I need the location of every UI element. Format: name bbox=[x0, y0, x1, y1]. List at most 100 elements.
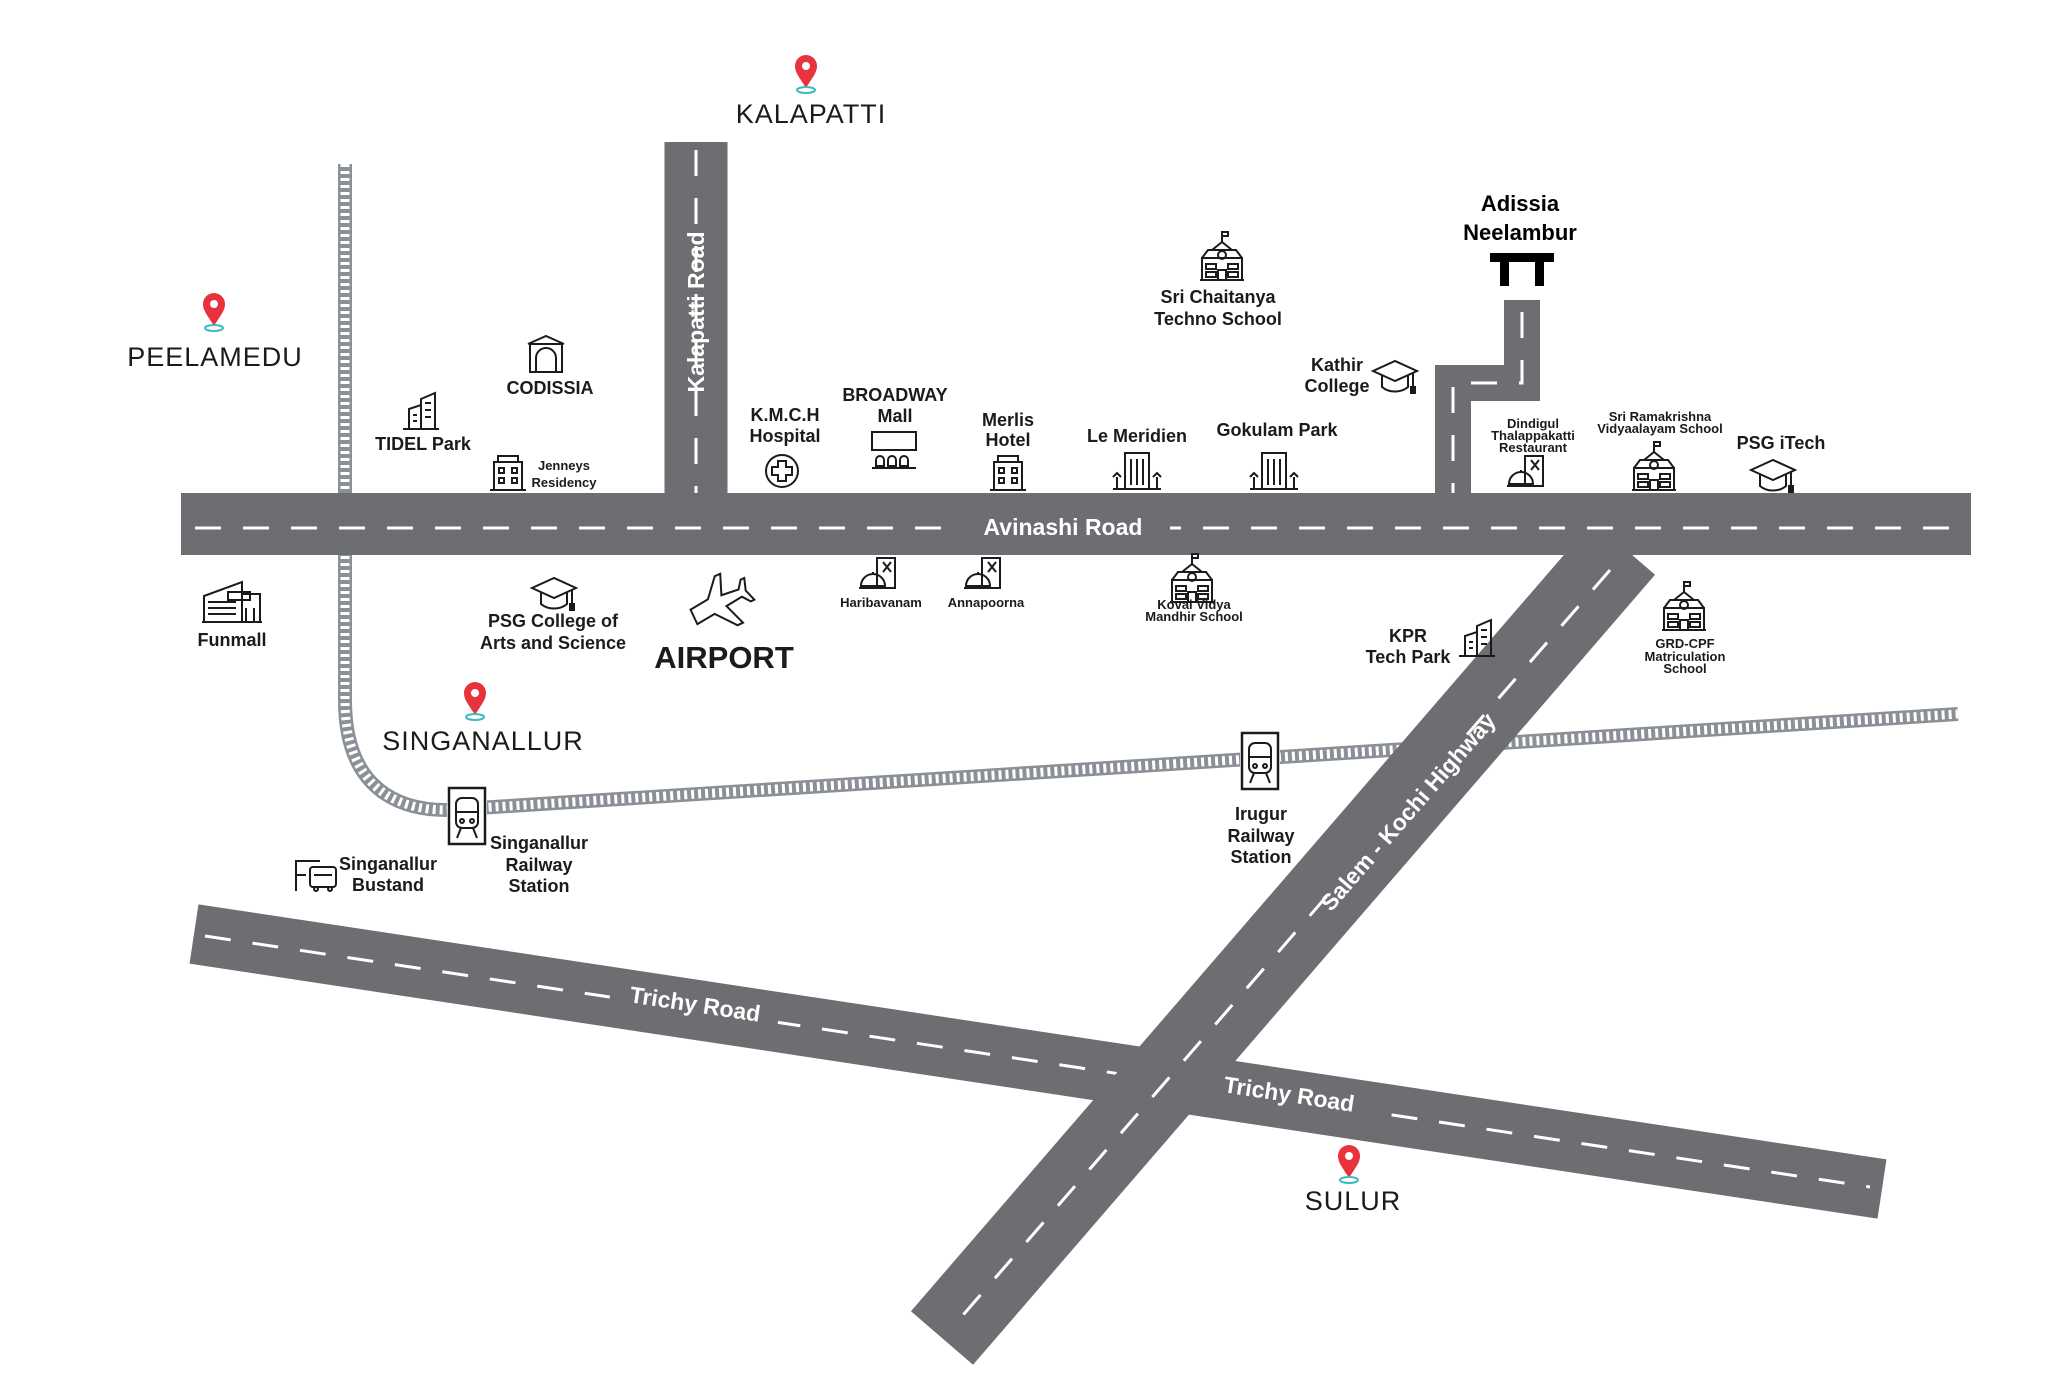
landmark-singanallur-bustand[interactable]: Singanallur Bustand bbox=[295, 854, 437, 895]
landmark-label: Singanallur bbox=[339, 854, 437, 874]
exhibition-hall-icon bbox=[527, 335, 565, 373]
landmark-label: Annapoorna bbox=[948, 595, 1025, 610]
landmark-label: Bustand bbox=[352, 875, 424, 895]
area-label-airport: AIRPORT bbox=[654, 640, 794, 675]
restaurant-icon bbox=[1506, 455, 1544, 487]
landmark-label: Station bbox=[1231, 847, 1292, 867]
adissia-access-road bbox=[1435, 300, 1540, 500]
school-icon bbox=[1661, 581, 1707, 631]
landmark-label: Dindigul bbox=[1507, 416, 1559, 431]
area-label-kalapatti: KALAPATTI bbox=[736, 99, 887, 129]
landmark-label: TIDEL Park bbox=[375, 434, 472, 454]
area-label-singanallur: SINGANALLUR bbox=[382, 726, 584, 756]
hotel-building-icon bbox=[1249, 452, 1299, 490]
landmark-label: PSG College of bbox=[488, 611, 619, 631]
office-building-icon bbox=[402, 392, 440, 430]
school-icon bbox=[1199, 231, 1245, 281]
landmark-label: Le Meridien bbox=[1087, 426, 1187, 446]
restaurant-icon bbox=[858, 557, 896, 589]
avinashi-road-label: Avinashi Road bbox=[984, 514, 1143, 540]
landmark-jenneys-residency[interactable]: Jenneys Residency bbox=[489, 455, 597, 491]
destination-label: Neelambur bbox=[1463, 220, 1577, 245]
graduation-cap-icon bbox=[531, 577, 577, 611]
landmark-dindigul-thalappakatti[interactable]: Dindigul Thalappakatti Restaurant bbox=[1491, 416, 1575, 487]
landmark-label: Matriculation bbox=[1645, 649, 1726, 664]
airplane-icon bbox=[681, 564, 763, 642]
landmark-label: Kovai Vidya bbox=[1157, 597, 1231, 612]
landmark-label: Hospital bbox=[749, 426, 820, 446]
railway-line bbox=[338, 164, 1959, 818]
school-icon bbox=[1169, 553, 1215, 603]
landmark-label: Funmall bbox=[197, 630, 266, 650]
location-pin-icon bbox=[463, 681, 487, 721]
hotel-icon bbox=[489, 455, 527, 491]
area-label-peelamedu: PEELAMEDU bbox=[127, 342, 303, 372]
landmark-label: Irugur bbox=[1235, 804, 1287, 824]
landmark-label: Tech Park bbox=[1366, 647, 1452, 667]
landmark-kmch-hospital[interactable]: K.M.C.H Hospital bbox=[749, 405, 821, 488]
landmark-singanallur-railway-station[interactable]: Singanallur Railway Station bbox=[447, 786, 588, 896]
landmark-label: CODISSIA bbox=[506, 378, 593, 398]
landmark-annapoorna[interactable]: Annapoorna bbox=[948, 557, 1025, 610]
landmark-label: Gokulam Park bbox=[1216, 420, 1338, 440]
landmark-psg-itech[interactable]: PSG iTech bbox=[1737, 433, 1826, 493]
landmark-label: Haribavanam bbox=[840, 595, 922, 610]
landmark-label: Sri Chaitanya bbox=[1160, 287, 1276, 307]
landmark-irugur-railway-station[interactable]: Irugur Railway Station bbox=[1227, 731, 1295, 867]
location-pin-icon bbox=[1337, 1144, 1361, 1184]
landmark-funmall[interactable]: Funmall bbox=[197, 581, 267, 650]
landmark-label: KPR bbox=[1389, 626, 1427, 646]
landmark-kathir-college[interactable]: Kathir College bbox=[1304, 355, 1418, 396]
hospital-icon bbox=[765, 454, 799, 488]
landmark-label: Jenneys bbox=[538, 458, 590, 473]
bus-stand-icon bbox=[295, 860, 337, 892]
landmark-label: Vidyaalayam School bbox=[1597, 421, 1723, 436]
landmark-label: Singanallur bbox=[490, 833, 588, 853]
landmark-label: School bbox=[1663, 661, 1706, 676]
gate-icon bbox=[1490, 253, 1554, 286]
landmark-kovai-vidya-mandhir[interactable]: Kovai Vidya Mandhir School bbox=[1145, 553, 1243, 624]
graduation-cap-icon bbox=[1372, 360, 1418, 394]
landmark-label: College bbox=[1304, 376, 1369, 396]
landmark-sri-chaitanya[interactable]: Sri Chaitanya Techno School bbox=[1154, 231, 1282, 329]
landmark-tidel-park[interactable]: TIDEL Park bbox=[375, 392, 472, 454]
landmark-label: Residency bbox=[531, 475, 597, 490]
landmark-label: Arts and Science bbox=[480, 633, 626, 653]
landmark-merlis-hotel[interactable]: Merlis Hotel bbox=[982, 410, 1034, 491]
landmark-gokulam-park[interactable]: Gokulam Park bbox=[1216, 420, 1339, 490]
cinema-icon bbox=[871, 431, 917, 469]
landmark-haribavanam[interactable]: Haribavanam bbox=[840, 557, 922, 610]
landmark-psg-arts-science[interactable]: PSG College of Arts and Science bbox=[480, 577, 626, 653]
landmark-label: PSG iTech bbox=[1737, 433, 1826, 453]
landmark-label: Railway bbox=[1227, 826, 1294, 846]
landmark-label: Mandhir School bbox=[1145, 609, 1243, 624]
destination-adissia-neelambur[interactable]: Adissia Neelambur bbox=[1463, 191, 1577, 286]
location-pin-icon bbox=[794, 54, 818, 94]
landmark-label: Hotel bbox=[986, 430, 1031, 450]
salem-kochi-highway bbox=[910, 521, 1656, 1365]
landmark-codissia[interactable]: CODISSIA bbox=[506, 335, 594, 398]
landmark-label: Techno School bbox=[1154, 309, 1282, 329]
trichy-road bbox=[189, 904, 1887, 1219]
school-icon bbox=[1631, 441, 1677, 491]
hotel-icon bbox=[989, 455, 1027, 491]
restaurant-icon bbox=[963, 557, 1001, 589]
landmark-label: Merlis bbox=[982, 410, 1034, 430]
landmark-label: Railway bbox=[505, 855, 572, 875]
landmark-label: Kathir bbox=[1311, 355, 1363, 375]
landmark-label: Mall bbox=[877, 406, 912, 426]
kalapatti-road-label: Kalapatti Road bbox=[683, 231, 709, 392]
graduation-cap-icon bbox=[1750, 459, 1796, 493]
landmark-sri-ramakrishna[interactable]: Sri Ramakrishna Vidyaalayam School bbox=[1597, 409, 1723, 491]
landmark-label: BROADWAY bbox=[842, 385, 947, 405]
landmark-label: Station bbox=[509, 876, 570, 896]
landmark-broadway-mall[interactable]: BROADWAY Mall bbox=[842, 385, 948, 469]
landmark-grd-cpf-school[interactable]: GRD-CPF Matriculation School bbox=[1645, 581, 1726, 676]
landmark-label: Thalappakatti bbox=[1491, 428, 1575, 443]
landmark-kpr-tech-park[interactable]: KPR Tech Park bbox=[1366, 619, 1496, 667]
landmark-label: GRD-CPF bbox=[1655, 636, 1714, 651]
landmark-le-meridien[interactable]: Le Meridien bbox=[1087, 426, 1187, 490]
area-label-sulur: SULUR bbox=[1305, 1186, 1402, 1216]
location-pin-icon bbox=[202, 292, 226, 332]
